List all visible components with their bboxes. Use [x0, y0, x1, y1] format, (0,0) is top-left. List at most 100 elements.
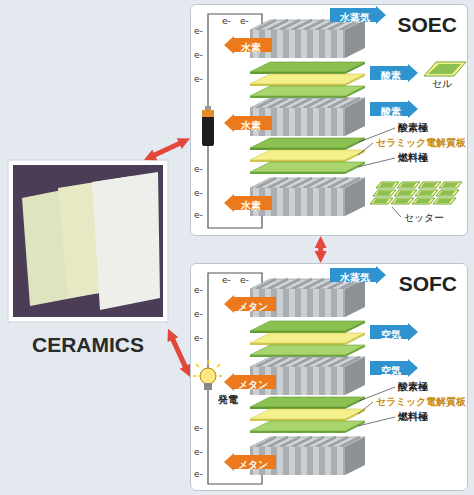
arrow-label: メタン — [238, 456, 268, 474]
panel-title: SOFC — [191, 264, 467, 296]
flow-arrow: 水素 — [224, 114, 272, 132]
label-holder: e- — [240, 16, 249, 27]
label-holder: e- — [194, 210, 203, 221]
panel-ground — [190, 4, 468, 236]
panel-title: SOEC — [191, 5, 467, 37]
label-holder: e- — [194, 309, 203, 320]
electron-label: e- — [194, 74, 203, 85]
arrow-label: 酸素 — [381, 103, 401, 121]
ceramics-photo: CERAMICS — [8, 160, 168, 361]
label-holder: e- — [194, 26, 203, 37]
part-label: 酸素極 — [398, 122, 428, 134]
electron-label: e- — [222, 16, 231, 27]
label-holder: 酸素極 — [398, 122, 428, 134]
part-label: 燃料極 — [398, 152, 428, 164]
arrow-label: 水蒸気 — [340, 269, 370, 287]
electron-label: e- — [240, 16, 249, 27]
electron-label: e- — [194, 188, 203, 199]
label-holder: e- — [194, 50, 203, 61]
label-holder: e- — [194, 423, 203, 434]
setter-tile — [433, 198, 456, 204]
label-holder: e- — [240, 275, 249, 286]
link-arrow — [172, 338, 186, 368]
oxygen-electrode-sheet — [250, 62, 365, 74]
label-holder: セラミック電解質板 — [376, 137, 466, 148]
setter-tile — [376, 182, 399, 188]
light-bulb-symbol — [193, 360, 222, 390]
setter-tile — [397, 182, 420, 188]
fuel-electrode-sheet — [250, 421, 365, 433]
arrow-label: 空気 — [381, 326, 401, 344]
label-holder: 燃料極 — [398, 152, 428, 164]
setter-tile — [436, 190, 459, 196]
battery-symbol — [202, 106, 214, 146]
electron-label: e- — [194, 333, 203, 344]
electrolyte-sheet — [250, 74, 365, 86]
oxygen-electrode-sheet — [250, 397, 365, 409]
setter-tile — [394, 190, 417, 196]
ceramic-sheet — [92, 172, 160, 310]
arrow-label: 酸素 — [381, 67, 401, 85]
electrolyte-sheet — [250, 409, 365, 421]
process-panel: SOFC水蒸気メタン空気メタン空気メタン — [190, 263, 468, 491]
link-arrow — [318, 246, 323, 253]
panel-ground — [190, 263, 468, 491]
arrow-label: 空気 — [381, 362, 401, 380]
fuel-electrode-sheet — [250, 86, 365, 98]
label-holder: e- — [194, 285, 203, 296]
link-arrow — [153, 143, 181, 156]
process-panel: SOEC水蒸気水素酸素水素酸素水素 — [190, 4, 468, 236]
label-holder: e- — [222, 16, 231, 27]
flow-arrow: 空気 — [370, 323, 418, 341]
electron-label: e- — [194, 309, 203, 320]
flow-arrow: 水蒸気 — [330, 266, 386, 284]
part-label: セル — [432, 78, 452, 90]
fuel-electrode-sheet — [250, 345, 365, 357]
part-label: セラミック電解質板 — [376, 137, 466, 148]
flow-arrow: 空気 — [370, 359, 418, 377]
part-label: セッター — [404, 212, 444, 224]
arrow-label: メタン — [238, 376, 268, 394]
flow-arrow: 水蒸気 — [330, 6, 386, 24]
electron-label: e- — [194, 285, 203, 296]
flow-arrow: メタン — [224, 295, 276, 313]
electron-label: e- — [194, 164, 203, 175]
photo-frame — [8, 160, 168, 322]
oxygen-electrode-sheet — [250, 138, 365, 150]
electron-label: e- — [194, 26, 203, 37]
label-holder: セッター — [404, 212, 444, 224]
label-holder: e- — [194, 469, 203, 480]
setter-tile — [418, 182, 441, 188]
label-holder: セラミック電解質板 — [376, 396, 466, 407]
label-holder: セル — [432, 78, 452, 90]
label-holder: e- — [194, 447, 203, 458]
electron-label: e- — [240, 275, 249, 286]
electron-label: e- — [194, 210, 203, 221]
electron-label: e- — [222, 275, 231, 286]
electron-label: e- — [194, 447, 203, 458]
electrolyte-sheet — [250, 333, 365, 345]
photo-ground — [13, 165, 163, 317]
setter-tile — [370, 198, 393, 204]
setter-tile — [391, 198, 414, 204]
setter-tile — [439, 182, 462, 188]
label-holder: e- — [222, 275, 231, 286]
flow-arrow: メタン — [224, 373, 276, 391]
oxygen-electrode-sheet — [250, 321, 365, 333]
arrow-label: メタン — [238, 298, 268, 316]
part-label: セラミック電解質板 — [376, 396, 466, 407]
arrow-label: 水素 — [241, 117, 261, 135]
cell-tile — [424, 62, 466, 76]
flow-arrow: 水素 — [224, 36, 272, 54]
setter-tile — [415, 190, 438, 196]
setter-tile — [412, 198, 435, 204]
flow-arrow: 酸素 — [370, 100, 418, 118]
arrow-label: 水蒸気 — [340, 9, 370, 27]
label-holder: e- — [194, 333, 203, 344]
label-holder: 燃料極 — [398, 411, 428, 423]
part-label: 発電 — [218, 394, 238, 406]
arrow-label: 水素 — [241, 197, 261, 215]
